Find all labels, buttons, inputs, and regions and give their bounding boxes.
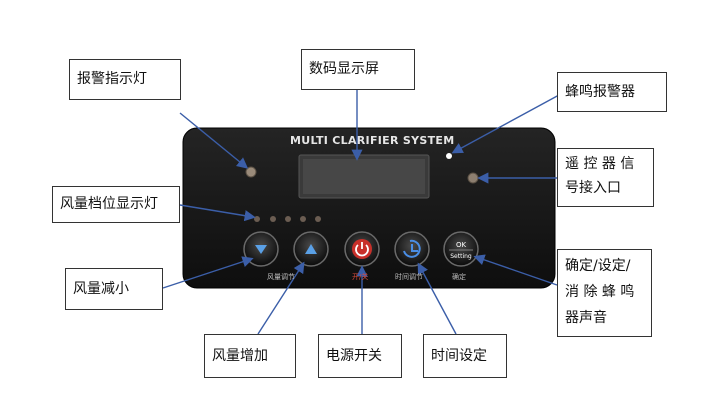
- callout-remote-port-line2: 号接入口: [565, 180, 621, 196]
- fan-level-leds: [254, 216, 321, 222]
- fan-level-led: [300, 216, 306, 222]
- callout-alarm-light: 报警指示灯: [69, 59, 181, 100]
- fan-level-led: [270, 216, 276, 222]
- ok-label: OK: [456, 241, 467, 249]
- setting-label: Setting: [450, 253, 472, 260]
- callout-timer: 时间设定: [423, 334, 507, 378]
- fan-level-led: [285, 216, 291, 222]
- leader-fan-down: [162, 256, 254, 289]
- callout-buzzer: 蜂鸣报警器: [557, 72, 667, 112]
- display-glass: [303, 159, 425, 194]
- triangle-down-icon: [255, 245, 267, 254]
- power-button[interactable]: [344, 231, 380, 267]
- power-button-label: 开/关: [352, 273, 369, 281]
- fan-level-led: [315, 216, 321, 222]
- callout-confirm-line1: 确定/设定/: [565, 258, 631, 274]
- alarm-indicator-light: [245, 166, 257, 178]
- leader-lines: [162, 90, 560, 335]
- callout-remote-port: 遥 控 器 信 号接入口: [557, 148, 654, 207]
- callout-display: 数码显示屏: [301, 49, 415, 90]
- remote-receiver-port: [467, 172, 479, 184]
- callout-fan-up: 风量增加: [204, 334, 296, 378]
- leader-buzzer: [451, 94, 560, 154]
- ok-setting-button[interactable]: OK Setting: [443, 231, 479, 267]
- callout-confirm-line2: 消 除 蜂 鸣: [565, 284, 635, 300]
- leader-confirm: [473, 254, 558, 286]
- power-icon: [355, 242, 369, 257]
- callout-fan-down: 风量减小: [65, 268, 163, 310]
- fan-level-led: [254, 216, 260, 222]
- confirm-button-label: 确定: [452, 273, 466, 281]
- fan-down-button[interactable]: [243, 231, 279, 267]
- panel-title: MULTI CLARIFIER SYSTEM: [290, 134, 455, 147]
- callout-fan-level-light: 风量档位显示灯: [52, 186, 180, 223]
- leader-alarm: [179, 112, 249, 169]
- fan-speed-button-label: 风量调节: [267, 273, 295, 281]
- leader-fan-up: [257, 261, 305, 335]
- timer-button[interactable]: [394, 231, 430, 267]
- callout-power: 电源开关: [318, 334, 402, 378]
- buzzer: [446, 153, 452, 159]
- clock-icon: [403, 239, 421, 258]
- leader-fan-level: [179, 204, 256, 222]
- fan-up-button[interactable]: [293, 231, 329, 267]
- triangle-up-icon: [305, 244, 317, 254]
- callout-confirm: 确定/设定/ 消 除 蜂 鸣 器声音: [557, 249, 652, 337]
- timer-button-label: 时间调节: [395, 273, 423, 281]
- callout-remote-port-line1: 遥 控 器 信: [565, 156, 635, 172]
- callout-confirm-line3: 器声音: [565, 310, 607, 326]
- leader-timer: [417, 262, 457, 335]
